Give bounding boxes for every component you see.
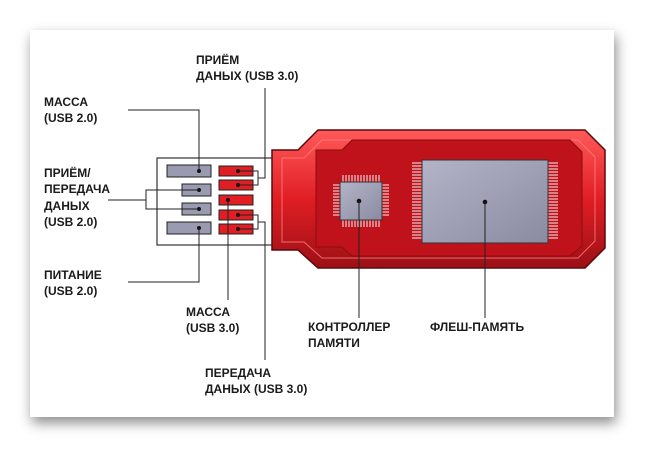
label-gnd-usb3: МАССА (USB 3.0) xyxy=(186,305,239,335)
label-power-usb2-line1: ПИТАНИЕ xyxy=(44,268,102,282)
label-data-usb2-line2: ПЕРЕДАЧА xyxy=(44,182,110,196)
memory-controller-chip xyxy=(333,175,389,227)
label-flash-line1: ФЛЕШ-ПАМЯТЬ xyxy=(430,320,525,334)
leader-lines xyxy=(108,88,486,360)
usb2-pin-power xyxy=(166,221,212,235)
usb2-pin-gnd xyxy=(166,164,212,178)
label-power-usb2: ПИТАНИЕ (USB 2.0) xyxy=(44,268,102,298)
label-gnd-usb2: МАССА (USB 2.0) xyxy=(44,95,97,125)
label-data-usb2: ПРИЁМ/ ПЕРЕДАЧА ДАНЫХ (USB 2.0) xyxy=(44,165,110,229)
label-tx-usb3-line2: ДАНЫХ (USB 3.0) xyxy=(205,382,307,396)
label-controller-line1: КОНТРОЛЛЕР xyxy=(308,320,390,334)
label-tx-usb3: ПЕРЕДАЧА ДАНЫХ (USB 3.0) xyxy=(205,366,307,396)
label-controller-line2: ПАМЯТИ xyxy=(308,336,360,350)
label-power-usb2-line2: (USB 2.0) xyxy=(44,284,97,298)
label-data-usb2-line1: ПРИЁМ/ xyxy=(44,165,91,180)
label-tx-usb3-line1: ПЕРЕДАЧА xyxy=(205,366,271,380)
label-gnd-usb2-line1: МАССА xyxy=(44,95,88,109)
label-data-usb2-line3: ДАНЫХ xyxy=(44,199,90,213)
label-rx-usb3: ПРИЁМ ДАНЫХ (USB 3.0) xyxy=(196,52,298,83)
usb3-pins xyxy=(218,165,254,235)
label-gnd-usb3-line2: (USB 3.0) xyxy=(186,321,239,335)
usb3-pin-gnd xyxy=(218,194,254,206)
usb2-pins xyxy=(166,164,212,235)
label-gnd-usb3-line1: МАССА xyxy=(186,305,230,319)
label-gnd-usb2-line2: (USB 2.0) xyxy=(44,111,97,125)
label-rx-usb3-line1: ПРИЁМ xyxy=(196,52,239,67)
label-data-usb2-line4: (USB 2.0) xyxy=(44,215,97,229)
label-rx-usb3-line2: ДАНЫХ (USB 3.0) xyxy=(196,69,298,83)
label-controller: КОНТРОЛЛЕР ПАМЯТИ xyxy=(308,320,390,350)
label-flash: ФЛЕШ-ПАМЯТЬ xyxy=(430,320,525,334)
